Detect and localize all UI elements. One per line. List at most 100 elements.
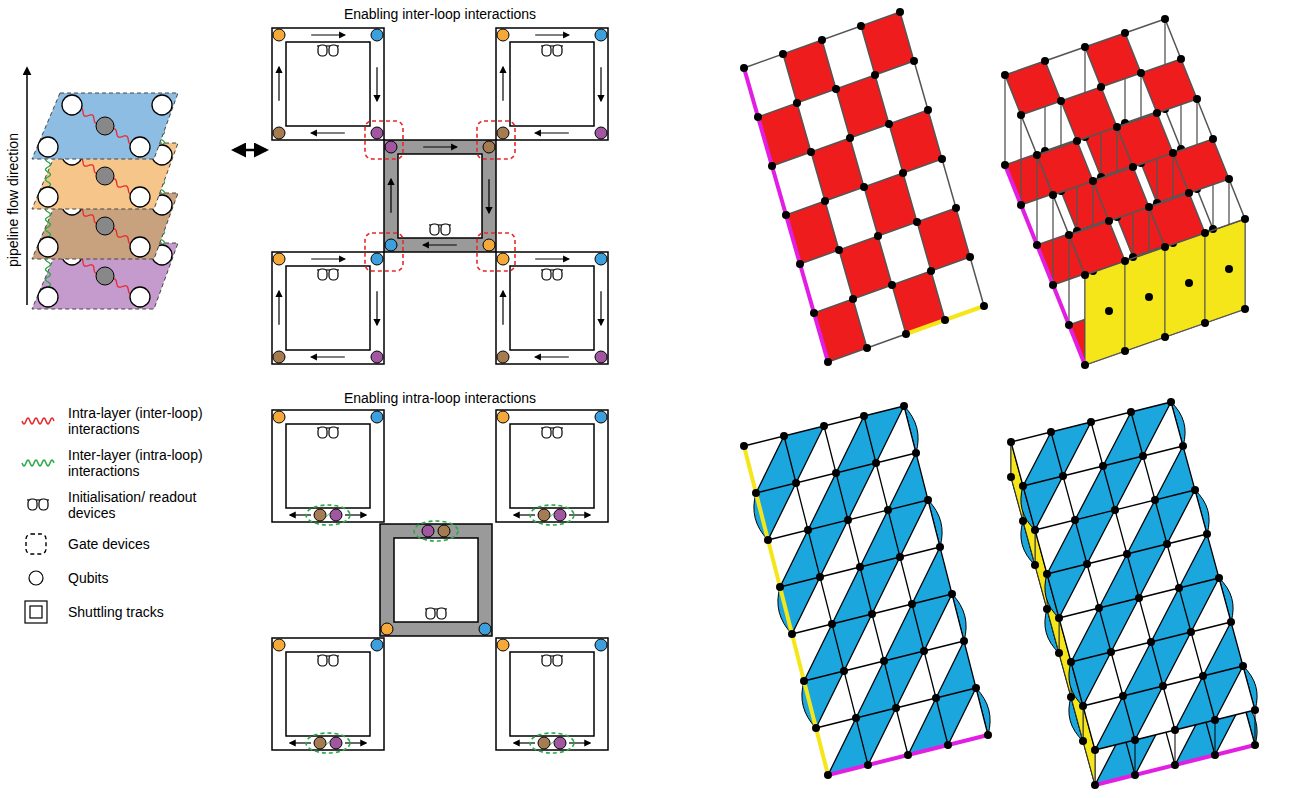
- lattice-edge: [828, 735, 988, 775]
- lattice-vertex: [864, 761, 872, 769]
- lattice-vertex: [966, 253, 974, 261]
- qubit: [385, 141, 397, 153]
- lattice-vertex: [920, 647, 928, 655]
- lattice-vertex: [1211, 751, 1219, 759]
- qubit: [130, 187, 150, 207]
- legend-swatch: [18, 532, 58, 556]
- lattice-edge: [816, 671, 844, 728]
- lattice-vertex: [1055, 649, 1063, 657]
- readout-device: [317, 655, 339, 666]
- shuttle-arrow: [345, 742, 366, 743]
- lattice-vertex: [1227, 618, 1235, 626]
- device-body: [329, 655, 338, 666]
- lattice-edge: [872, 557, 900, 614]
- flow-arrow: [26, 68, 28, 305]
- lattice-vertex: [1159, 682, 1167, 690]
- legend: Intra-layer (inter-loop) interactionsInt…: [18, 405, 248, 634]
- qubit: [381, 623, 393, 635]
- lattice-edge: [744, 12, 900, 68]
- shuttle-arrow: [376, 67, 377, 101]
- lattice-edge: [1004, 75, 1005, 165]
- lattice-edge: [1087, 510, 1115, 564]
- intra-loop-interaction: [325, 742, 331, 745]
- lattice-edge: [1135, 740, 1136, 775]
- lattice-vertex: [1151, 496, 1159, 504]
- lattice-vertex: [810, 309, 818, 317]
- lattice-edge: [884, 604, 912, 661]
- lattice-vertex: [824, 771, 832, 779]
- lattice-vertex: [924, 106, 932, 114]
- shuttle-arrow: [311, 34, 345, 35]
- shuttle-arrow: [311, 258, 345, 259]
- lattice-vertex: [1049, 281, 1057, 289]
- lattice-vertex: [796, 260, 804, 268]
- lattice-vertex: [768, 162, 776, 170]
- qubit: [595, 29, 607, 41]
- lattice-edge: [1095, 710, 1255, 750]
- lattice-vertex: [1119, 692, 1127, 700]
- legend-text: Gate devices: [68, 536, 238, 552]
- central-qubit: [96, 217, 114, 235]
- lattice-vertex: [835, 246, 843, 254]
- gate-sample: [26, 534, 46, 554]
- qubit: [273, 253, 285, 265]
- lattice-edge: [1091, 422, 1175, 730]
- stabiliser-face: [1069, 221, 1125, 275]
- gate-device: [306, 733, 350, 753]
- lattice-vertex: [816, 573, 824, 581]
- lattice-vertex: [1167, 398, 1175, 406]
- lattice-vertex: [1131, 736, 1139, 744]
- lattice-vertex: [952, 204, 960, 212]
- lattice-edge: [784, 436, 868, 765]
- lattice-vertex: [752, 489, 760, 497]
- lattice-vertex: [927, 267, 935, 275]
- lattice-vertex: [1199, 672, 1207, 680]
- stabiliser-face: [889, 110, 942, 173]
- lattice-edge: [1167, 490, 1195, 544]
- panel-title: Enabling inter-loop interactions: [344, 6, 536, 23]
- qubit: [314, 737, 326, 749]
- shuttle-arrow: [488, 179, 489, 213]
- lattice-vertex: [1161, 15, 1169, 23]
- lattice-edge: [948, 688, 976, 745]
- track-inner: [286, 42, 370, 126]
- lattice-edge: [780, 530, 808, 587]
- stabiliser-face: [1061, 87, 1117, 141]
- lattice-edge: [1036, 155, 1037, 245]
- lattice-vertex: [807, 148, 815, 156]
- lattice-edge: [1071, 622, 1231, 662]
- lattice-edge: [1021, 59, 1181, 115]
- lattice-edge: [800, 208, 956, 264]
- lattice-vertex: [980, 302, 988, 310]
- lattice-edge: [1155, 446, 1183, 500]
- lattice-edge: [828, 718, 856, 775]
- lattice-vertex: [941, 316, 949, 324]
- lattice-edge: [820, 520, 848, 577]
- lattice-vertex: [932, 694, 940, 702]
- lattice-edge: [1005, 19, 1165, 75]
- qubit: [497, 253, 509, 265]
- track-sample: [30, 606, 42, 618]
- boundary-edge: [1005, 165, 1085, 365]
- gate-device: [414, 521, 458, 541]
- lattice-vertex: [1179, 442, 1187, 450]
- lattice-vertex: [1089, 177, 1097, 185]
- lattice-edge: [1051, 432, 1135, 740]
- color-code-2d: [740, 402, 992, 779]
- lattice-vertex: [1073, 137, 1081, 145]
- lattice-edge: [1131, 412, 1215, 720]
- device-body: [441, 224, 450, 235]
- lattice-vertex: [1135, 594, 1143, 602]
- shuttle-arrow: [290, 514, 311, 515]
- lattice-vertex: [936, 543, 944, 551]
- lattice-vertex: [1123, 550, 1131, 558]
- lattice-vertex: [938, 155, 946, 163]
- stabiliser-face: [1085, 33, 1141, 87]
- lattice-edge: [822, 40, 906, 334]
- device-body: [553, 655, 562, 666]
- lattice-vertex: [1105, 217, 1113, 225]
- shuttle-arrow: [502, 291, 503, 325]
- lattice-vertex: [1153, 109, 1161, 117]
- axis-label: pipeline flow direction: [5, 133, 22, 267]
